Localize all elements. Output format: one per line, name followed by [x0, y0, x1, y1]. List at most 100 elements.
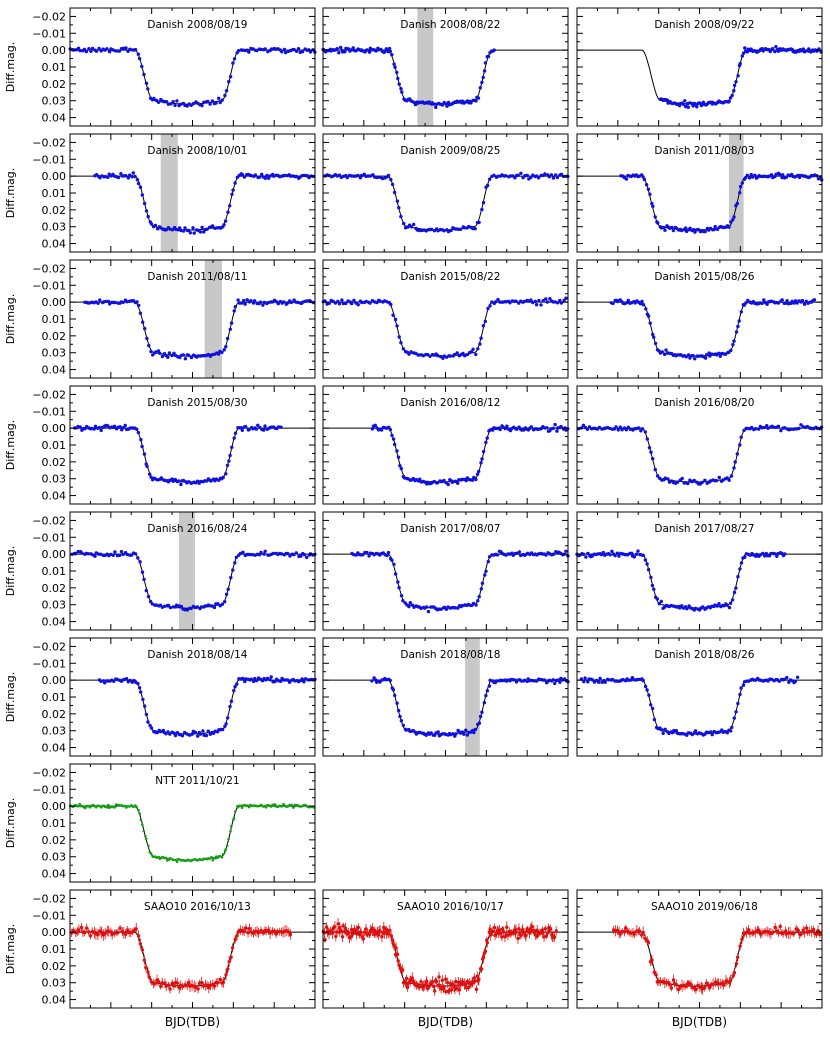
data-point — [485, 183, 490, 188]
y-tick-label: 0.00 — [42, 170, 67, 183]
data-point — [265, 173, 269, 178]
data-point — [478, 342, 482, 346]
data-point — [483, 949, 488, 953]
data-point — [481, 324, 486, 328]
data-point — [732, 716, 736, 720]
data-point — [140, 193, 144, 197]
data-point — [437, 983, 442, 988]
data-point — [224, 722, 228, 726]
data-point — [730, 93, 734, 98]
data-point — [210, 224, 215, 228]
data-point — [262, 428, 266, 432]
data-point — [482, 701, 487, 705]
model-curve — [577, 931, 822, 987]
data-point — [684, 104, 688, 109]
data-point — [286, 551, 290, 556]
data-point — [222, 348, 226, 352]
data-point — [305, 299, 309, 303]
data-point — [477, 721, 482, 725]
y-tick-label: −0.02 — [32, 388, 66, 401]
data-point — [651, 332, 655, 337]
data-point — [665, 98, 670, 103]
data-point — [477, 977, 481, 981]
data-point — [717, 475, 721, 480]
data-point — [433, 989, 437, 993]
data-point — [792, 931, 796, 936]
data-point — [228, 75, 233, 79]
panel-title: SAAO10 2016/10/13 — [144, 901, 251, 913]
data-point — [559, 172, 564, 176]
model-curve — [70, 175, 315, 231]
data-point — [529, 175, 533, 180]
data-point — [401, 599, 405, 603]
panel-title: Danish 2017/08/07 — [400, 523, 500, 535]
data-point — [223, 724, 227, 729]
data-point — [136, 934, 141, 938]
data-point — [708, 985, 712, 990]
data-point — [247, 927, 252, 931]
data-point — [486, 559, 490, 564]
data-point — [144, 837, 148, 841]
data-point — [762, 425, 766, 430]
data-point — [436, 730, 440, 734]
data-point — [473, 979, 477, 983]
data-point — [477, 469, 481, 474]
data-point — [800, 298, 805, 303]
panel-title: Danish 2018/08/14 — [147, 649, 247, 661]
data-point — [736, 324, 740, 329]
data-point — [359, 173, 364, 178]
data-point — [439, 607, 443, 611]
panel-title: Danish 2018/08/26 — [654, 649, 754, 661]
data-point — [266, 176, 271, 180]
data-point — [727, 99, 731, 103]
y-tick-label: 0.04 — [42, 364, 67, 377]
data-point — [340, 935, 345, 939]
data-point — [399, 594, 404, 598]
data-point — [178, 226, 182, 230]
data-point — [179, 604, 184, 609]
data-point — [142, 958, 146, 962]
data-point — [695, 105, 699, 109]
data-point — [739, 435, 743, 439]
data-point — [442, 229, 446, 233]
data-point — [140, 570, 145, 574]
data-point — [495, 679, 499, 683]
data-point — [199, 479, 203, 484]
data-point — [544, 553, 548, 557]
data-point — [409, 350, 413, 354]
data-point — [488, 177, 492, 181]
data-point — [96, 301, 100, 305]
data-point — [776, 424, 781, 428]
y-tick-label: −0.02 — [32, 892, 66, 905]
data-point — [360, 300, 364, 305]
data-point — [88, 934, 93, 938]
data-point — [396, 708, 401, 713]
data-point — [205, 227, 209, 231]
data-point — [645, 562, 649, 566]
data-point — [384, 47, 388, 51]
data-point — [393, 317, 398, 322]
data-point — [728, 96, 733, 100]
data-point — [242, 298, 246, 303]
data-point — [491, 929, 495, 933]
data-point — [166, 983, 171, 987]
data-point — [640, 299, 644, 304]
data-point — [531, 300, 535, 305]
data-point — [336, 922, 340, 926]
data-point — [141, 823, 144, 827]
y-tick-label: 0.03 — [42, 977, 67, 990]
data-point — [641, 553, 645, 558]
model-curve — [323, 49, 568, 105]
y-tick-label: 0.00 — [42, 800, 67, 813]
data-point — [637, 426, 641, 430]
data-point — [229, 699, 234, 703]
model-curve — [577, 679, 822, 735]
data-point — [84, 806, 87, 810]
data-point — [390, 53, 394, 57]
data-point — [230, 825, 233, 828]
data-point — [361, 937, 366, 941]
data-point — [133, 174, 137, 179]
data-point — [613, 553, 617, 558]
data-point — [460, 477, 464, 481]
